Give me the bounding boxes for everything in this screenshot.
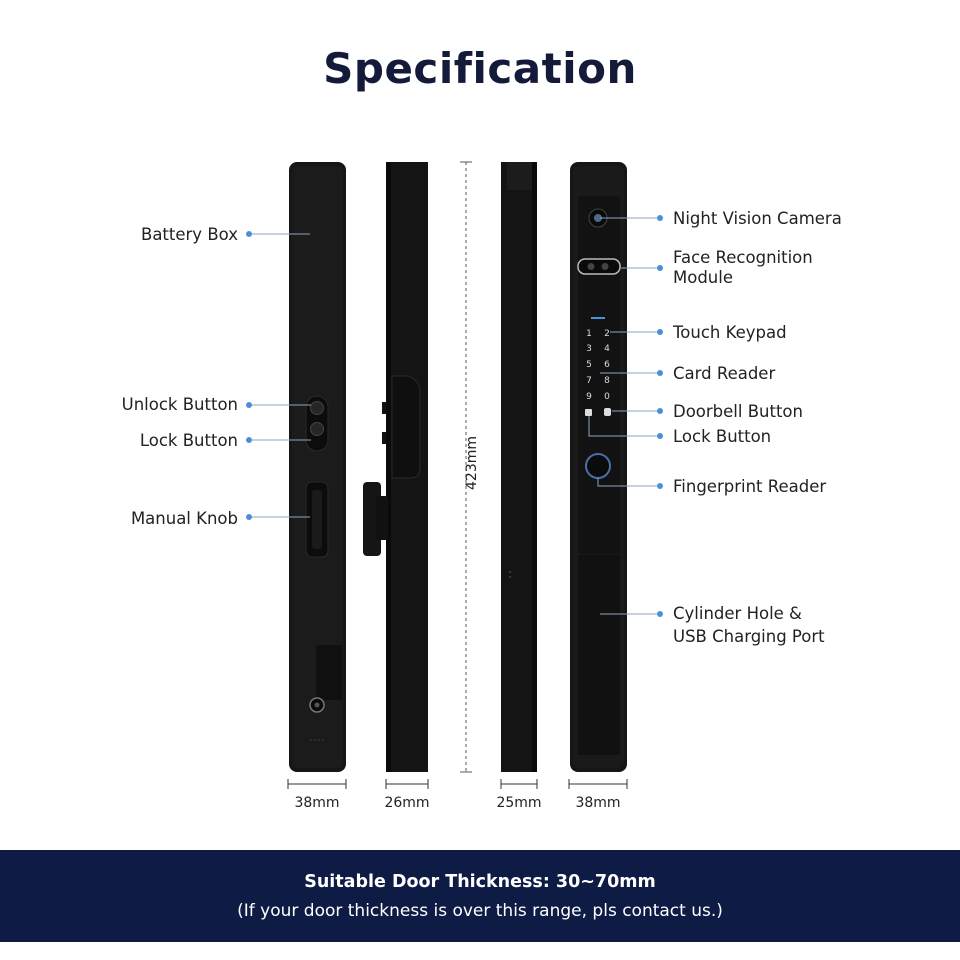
- dimension-height: 423mm: [464, 436, 480, 490]
- label-fingerprint-reader: Fingerprint Reader: [673, 477, 827, 496]
- lock-button-shape: [310, 422, 324, 436]
- label-night-vision-camera: Night Vision Camera: [673, 209, 842, 228]
- keypad-grid: 1 2 3 4 5 6 7 8 9 0: [586, 329, 610, 402]
- unlock-button-shape: [310, 401, 324, 415]
- label-lock-button-back: Lock Button: [139, 431, 238, 450]
- key: 7: [586, 376, 592, 386]
- key: 1: [586, 329, 592, 339]
- lock-key-shape: [585, 409, 592, 416]
- label-lock-button-front: Lock Button: [673, 427, 772, 446]
- front-panel: 1 2 3 4 5 6 7 8 9 0: [570, 162, 627, 772]
- back-panel: [289, 162, 346, 772]
- label-manual-knob: Manual Knob: [130, 509, 238, 528]
- width-dimensions: [287, 779, 628, 789]
- dimension-w3: 25mm: [496, 795, 542, 811]
- label-battery-box: Battery Box: [141, 225, 238, 244]
- label-face-recognition-1: Face Recognition: [673, 248, 813, 267]
- height-dimension: [460, 161, 472, 773]
- contact-note: (If your door thickness is over this ran…: [237, 901, 723, 921]
- key: 8: [604, 376, 610, 386]
- key: 2: [604, 329, 610, 339]
- label-card-reader: Card Reader: [673, 364, 776, 383]
- footer-banner: Suitable Door Thickness: 30~70mm (If you…: [0, 850, 960, 942]
- fingerprint-reader-shape: [585, 453, 611, 479]
- side-panel-inner: [363, 162, 428, 772]
- label-touch-keypad: Touch Keypad: [673, 323, 787, 342]
- label-cylinder-2: USB Charging Port: [673, 627, 825, 646]
- key: 3: [586, 344, 592, 354]
- side-panel-outer: [501, 162, 537, 772]
- dimension-w2: 26mm: [384, 795, 430, 811]
- dimension-w4: 38mm: [575, 795, 621, 811]
- key: 4: [604, 344, 610, 354]
- dimension-w1: 38mm: [294, 795, 340, 811]
- key: 6: [604, 360, 610, 370]
- key: 5: [586, 360, 592, 370]
- key: 0: [604, 392, 610, 402]
- label-unlock-button: Unlock Button: [121, 395, 238, 414]
- key: 9: [586, 392, 592, 402]
- face-recognition-shape: [577, 258, 621, 275]
- label-face-recognition-2: Module: [673, 268, 733, 287]
- leader-lines: [246, 215, 663, 617]
- page-title: Specification: [323, 44, 637, 93]
- door-thickness-text: Suitable Door Thickness: 30~70mm: [304, 872, 656, 892]
- label-cylinder-1: Cylinder Hole &: [673, 604, 802, 623]
- label-doorbell-button: Doorbell Button: [673, 402, 803, 421]
- doorbell-key-shape: [604, 408, 611, 416]
